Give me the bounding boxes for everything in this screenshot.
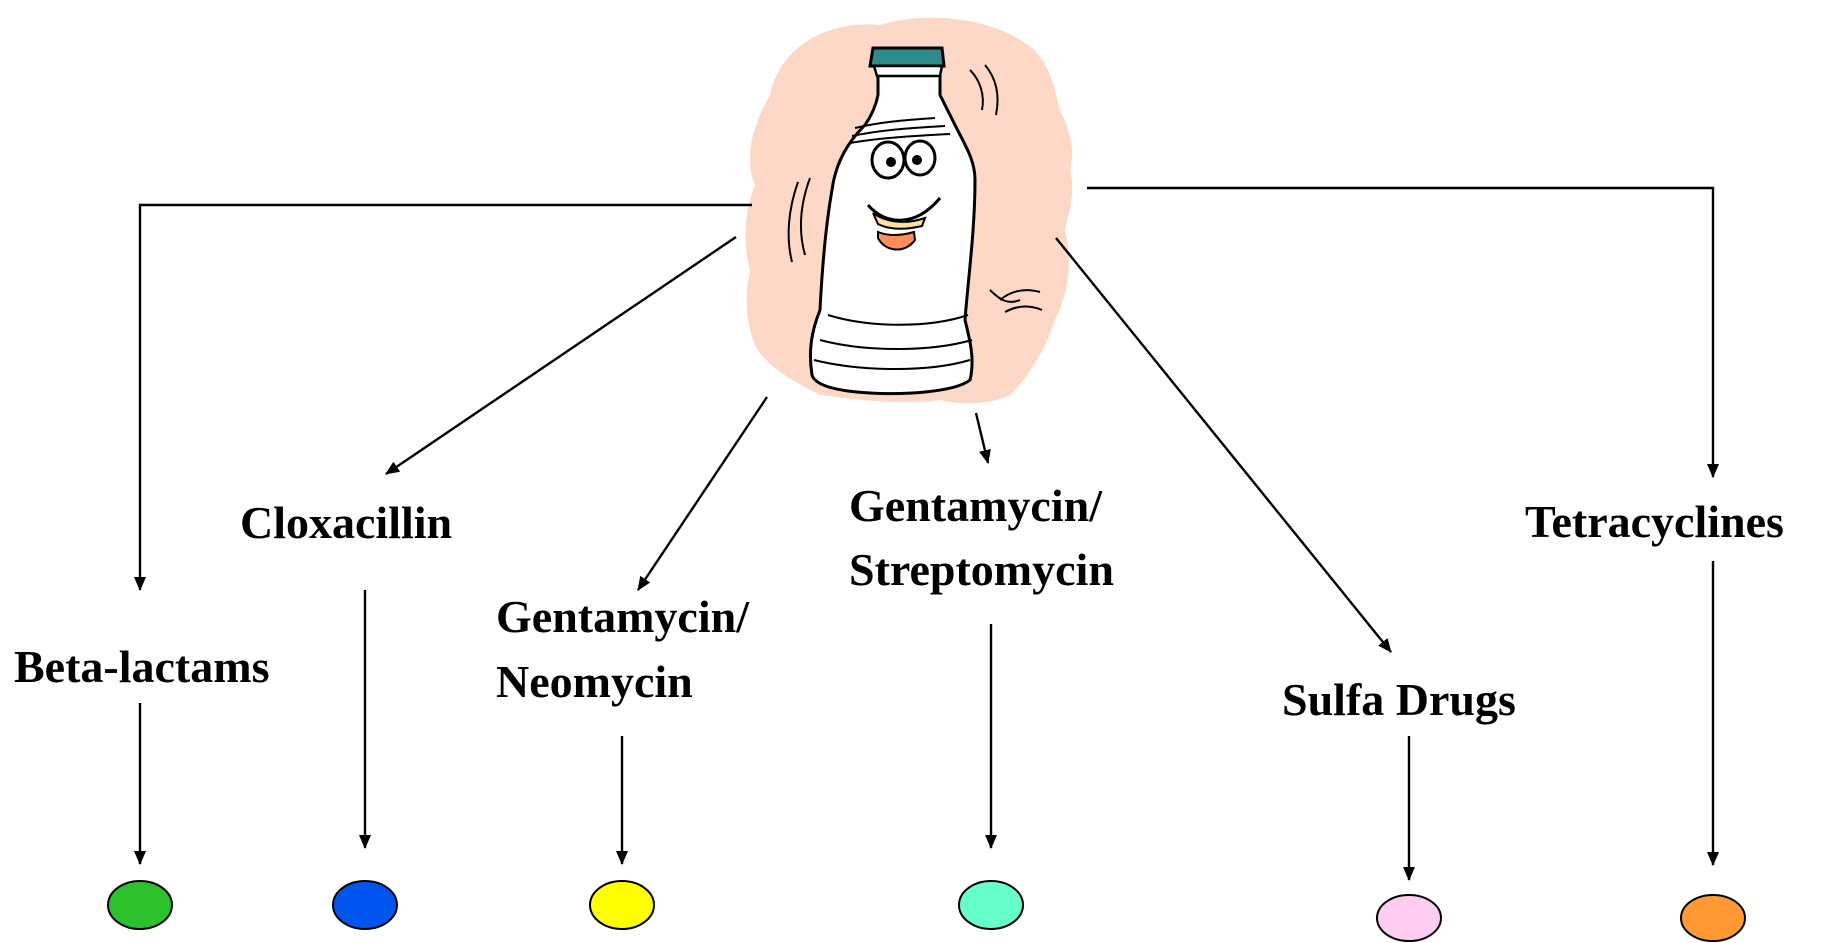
label-beta-lactams: Beta-lactams: [14, 641, 269, 692]
dot-gentamycin-streptomycin: [959, 881, 1023, 929]
arrow-to-tetracyclines: [1087, 188, 1713, 477]
arrow-to-cloxacillin: [386, 237, 736, 474]
result-dots: [108, 881, 1745, 941]
arrow-to-gentamycin-streptomycin: [976, 413, 988, 463]
dot-cloxacillin: [333, 881, 397, 929]
arrow-to-gentamycin-neomycin: [638, 397, 767, 590]
bottle-cap: [870, 48, 944, 66]
label-gentamycin-neomycin-line1: Gentamycin/: [496, 591, 750, 642]
bottle-neck-ring: [874, 66, 942, 76]
label-gentamycin-neomycin-line2: Neomycin: [496, 656, 693, 707]
label-cloxacillin: Cloxacillin: [240, 497, 452, 548]
dot-gentamycin-neomycin: [590, 881, 654, 929]
smiling-bottle-icon: [745, 18, 1072, 404]
drug-labels: Beta-lactams Cloxacillin Gentamycin/ Neo…: [14, 480, 1784, 725]
label-gentamycin-streptomycin-line2: Streptomycin: [849, 544, 1114, 595]
label-gentamycin-streptomycin-line1: Gentamycin/: [849, 480, 1103, 531]
label-sulfa-drugs: Sulfa Drugs: [1282, 674, 1516, 725]
label-tetracyclines: Tetracyclines: [1525, 496, 1784, 547]
dot-sulfa-drugs: [1377, 895, 1441, 941]
dot-beta-lactams: [108, 881, 172, 929]
dot-tetracyclines: [1681, 895, 1745, 941]
